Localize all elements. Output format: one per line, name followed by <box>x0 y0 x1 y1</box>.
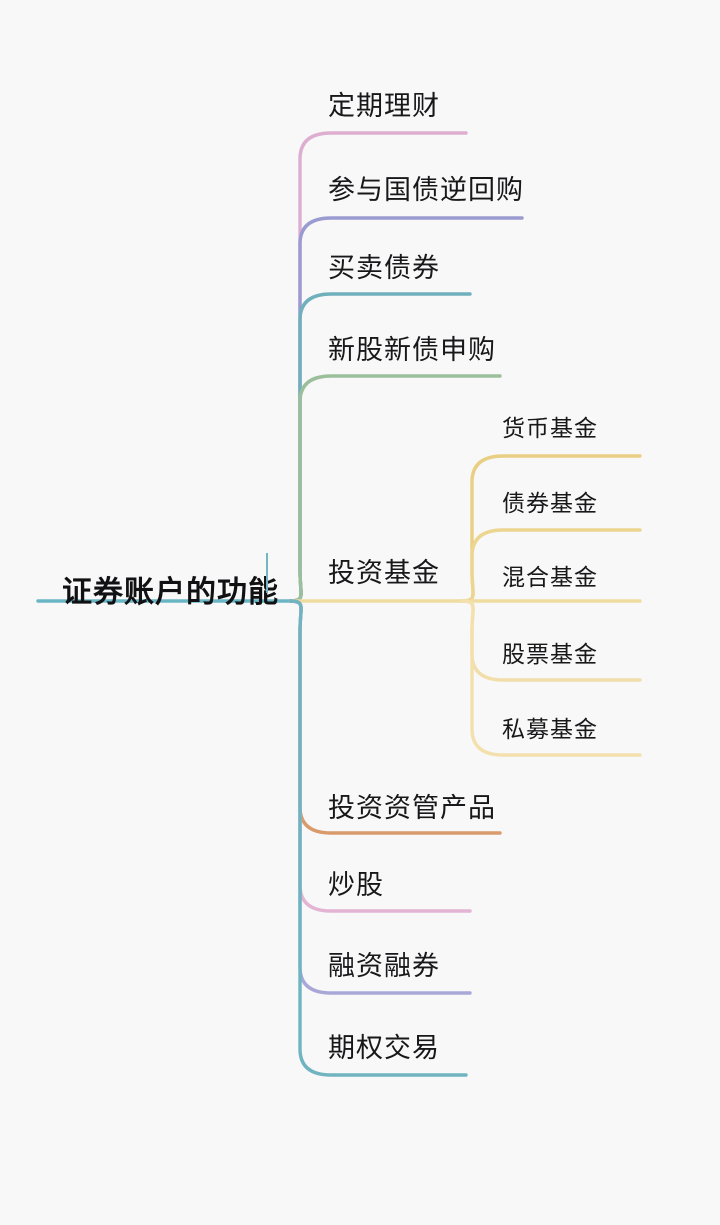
root-node-label[interactable]: 证券账户的功能 <box>62 576 279 609</box>
branch-node-branch-3[interactable]: 买卖债券 <box>328 253 440 283</box>
leaf-node-leaf-4[interactable]: 股票基金 <box>502 641 598 667</box>
branch-node-branch-9[interactable]: 期权交易 <box>328 1033 440 1063</box>
branch-node-branch-6[interactable]: 投资资管产品 <box>328 793 496 823</box>
branch-edge-7 <box>288 599 472 913</box>
text-cursor-caret <box>266 553 268 593</box>
branch-node-branch-2[interactable]: 参与国债逆回购 <box>328 175 524 205</box>
branch-node-branch-7[interactable]: 炒股 <box>328 870 384 900</box>
branch-node-branch-8[interactable]: 融资融券 <box>328 951 440 981</box>
leaf-node-leaf-1[interactable]: 货币基金 <box>502 415 598 441</box>
leaf-node-leaf-2[interactable]: 债券基金 <box>502 490 598 516</box>
branch-node-branch-4[interactable]: 新股新债申购 <box>328 335 496 365</box>
branch-node-branch-5[interactable]: 投资基金 <box>328 558 440 588</box>
leaf-node-leaf-5[interactable]: 私募基金 <box>502 716 598 742</box>
branch-node-branch-1[interactable]: 定期理财 <box>328 91 440 121</box>
branch-edge-9 <box>288 599 468 1077</box>
leaf-node-leaf-3[interactable]: 混合基金 <box>502 564 598 590</box>
